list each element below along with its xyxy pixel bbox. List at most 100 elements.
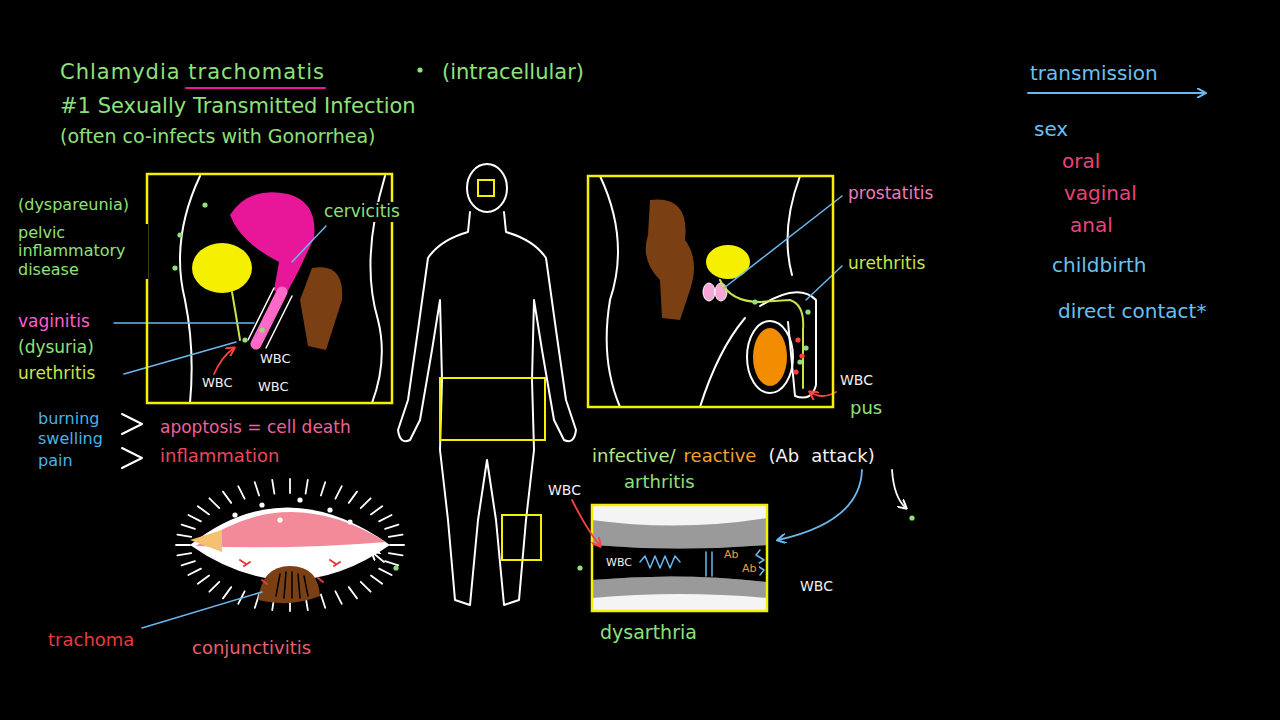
leader-line [724,196,842,288]
dot [793,369,798,374]
bladder [706,245,750,279]
dot [577,565,582,570]
prostate [703,283,715,301]
knee-marker-box [502,515,541,560]
knee-box [592,505,767,611]
dot [347,519,352,524]
testis [753,328,787,386]
dot [805,309,810,314]
iris-hatch [276,572,308,598]
annotation-label: oral [1060,150,1102,173]
eyelash [385,561,398,565]
antibody-arrow [778,470,862,540]
body-contour [600,176,620,407]
male-pelvis-box [588,176,833,407]
eyelash [306,480,308,494]
annotation-label: attack) [809,446,877,467]
eyelash [389,553,403,555]
annotation-label: infective/ [590,446,678,467]
annotation-label: reactive [682,446,759,467]
eyelash [198,506,209,514]
dot [297,497,302,502]
dot [797,359,802,364]
dot [393,565,398,570]
bone [592,505,767,611]
urethra [232,292,240,340]
cartilage [592,576,767,598]
eyelash [361,498,371,508]
body-outline [398,212,576,605]
dot [327,507,332,512]
annotation-label: urethritis [846,254,927,274]
eyelash [321,482,325,495]
eyelash [223,587,231,598]
wbc-arrow [572,500,600,546]
annotation-label: WBC [256,380,291,395]
eyelash [349,492,357,503]
leg-contour [700,318,745,407]
transmission-arrow [1028,92,1205,94]
eyelash [361,582,371,592]
dot [799,353,804,358]
dot [909,515,914,520]
underline [186,87,325,89]
dot [752,299,757,304]
annotation-label: dysarthria [598,622,699,644]
eyelash [177,553,191,555]
eyelash [272,480,274,494]
eyelash [335,486,341,499]
eyelash [177,535,191,537]
annotation-label: WBC [838,372,875,388]
rectum [646,200,694,321]
annotation-label: childbirth [1050,254,1148,277]
annotation-label: apoptosis = cell death [158,418,353,438]
annotation-label: #1 Sexually Transmitted Infection [58,94,418,118]
dot [242,337,247,342]
annotation-label: WBC [258,352,293,367]
eyelash [188,569,201,575]
annotation-label: WBC [546,482,583,498]
eyelash [176,544,190,546]
annotation-label: (intracellular) [440,60,586,84]
eyelash [371,506,382,514]
eyelash [379,569,392,575]
leader-line [114,322,254,324]
dot [417,67,422,72]
bladder [192,243,252,293]
eyelash [198,576,209,584]
annotation-label: (dyspareunia) [16,196,131,214]
eyelash [371,576,382,584]
dot [795,337,800,342]
eyelash [182,561,195,565]
prostate [715,283,727,301]
pointer-arrow [372,552,384,562]
annotation-label: WBC [200,376,235,391]
head-marker-box [478,180,494,196]
eyelash [321,595,325,608]
annotation-label: transmission [1028,62,1160,85]
eyelash [182,525,195,529]
leader-line [124,342,236,374]
eyelash [390,544,404,546]
eyelash [389,535,403,537]
annotation-label: swelling [36,430,105,448]
annotation-label: WBC [604,557,634,570]
annotation-label: (often co-infects with Gonorrhea) [58,126,378,148]
testis-outline [747,321,793,393]
annotation-label: urethritis [16,364,97,384]
uterus [230,192,314,298]
annotation-label: burning [36,410,101,428]
annotation-label: WBC [798,578,835,594]
annotation-label: (dysuria) [16,338,96,358]
eyelash [289,479,291,493]
annotation-label: prostatitis [846,184,935,204]
dot [172,265,177,270]
title-text: Chlamydia trachomatis [58,60,327,84]
leader-line [292,226,326,262]
vagina [256,292,282,344]
annotation-label: anal [1068,214,1115,237]
joint-space [592,545,767,582]
bracket [122,448,142,468]
eyelash [255,482,259,495]
